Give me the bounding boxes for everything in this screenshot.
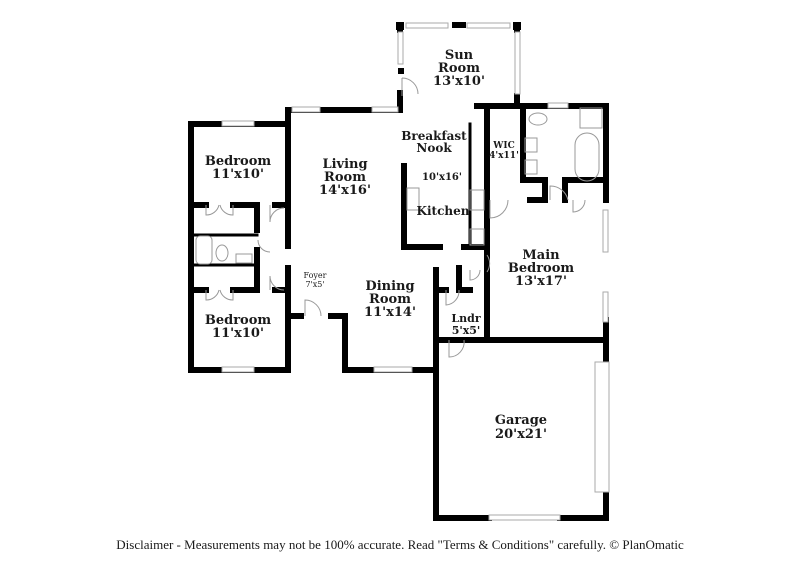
svg-text:5'x5': 5'x5' bbox=[452, 324, 481, 337]
garage-label: Garage bbox=[495, 413, 547, 428]
corner-posts bbox=[396, 22, 521, 74]
bathtub-icon bbox=[195, 235, 213, 265]
svg-text:11'x10': 11'x10' bbox=[212, 167, 264, 182]
sink-icon bbox=[524, 137, 538, 153]
kitchen-sink-icon bbox=[406, 187, 420, 211]
svg-text:4'x11': 4'x11' bbox=[489, 151, 519, 161]
svg-text:Nook: Nook bbox=[416, 141, 452, 155]
toilet-icon bbox=[528, 112, 548, 126]
svg-text:10'x16': 10'x16' bbox=[422, 172, 462, 183]
breakfast-nook-label: Breakfast bbox=[401, 129, 467, 143]
windows bbox=[221, 22, 610, 521]
disclaimer-text: Disclaimer - Measurements may not be 100… bbox=[116, 537, 684, 552]
laundry-label: Lndr bbox=[451, 312, 480, 325]
svg-text:Room: Room bbox=[369, 292, 411, 307]
toilet-icon bbox=[215, 244, 229, 262]
living-room-label: Living bbox=[322, 157, 367, 172]
sink-icon bbox=[524, 159, 538, 175]
kitchen-label: Kitchen bbox=[417, 204, 470, 218]
foyer-label: Foyer bbox=[303, 271, 326, 280]
fixtures bbox=[195, 107, 603, 265]
sink-icon bbox=[235, 253, 253, 264]
svg-text:13'x10': 13'x10' bbox=[433, 74, 485, 89]
stove-icon bbox=[469, 189, 485, 211]
fridge-icon bbox=[469, 228, 485, 246]
svg-text:20'x21': 20'x21' bbox=[495, 427, 547, 442]
shower-icon bbox=[579, 107, 603, 129]
wic-label: WIC bbox=[492, 141, 514, 151]
bedroom-1-label: Bedroom bbox=[205, 154, 272, 169]
svg-text:11'x10': 11'x10' bbox=[212, 326, 264, 341]
bathtub-icon bbox=[574, 132, 600, 182]
svg-text:14'x16': 14'x16' bbox=[319, 183, 371, 198]
room-labels: Sun Room 13'x10' Bedroom 11'x10' Living … bbox=[205, 48, 575, 442]
svg-text:11'x14': 11'x14' bbox=[364, 305, 416, 320]
svg-text:7'x5': 7'x5' bbox=[305, 280, 324, 289]
bedroom-2-label: Bedroom bbox=[205, 313, 272, 328]
dining-room-label: Dining bbox=[365, 279, 414, 294]
sun-room-label: Sun bbox=[445, 48, 474, 63]
svg-text:Bedroom: Bedroom bbox=[508, 261, 575, 276]
doors bbox=[205, 77, 586, 358]
svg-text:Room: Room bbox=[324, 170, 366, 185]
main-bedroom-label: Main bbox=[522, 248, 560, 263]
svg-text:13'x17': 13'x17' bbox=[515, 274, 567, 289]
walls bbox=[188, 23, 609, 521]
svg-text:Room: Room bbox=[438, 61, 480, 76]
